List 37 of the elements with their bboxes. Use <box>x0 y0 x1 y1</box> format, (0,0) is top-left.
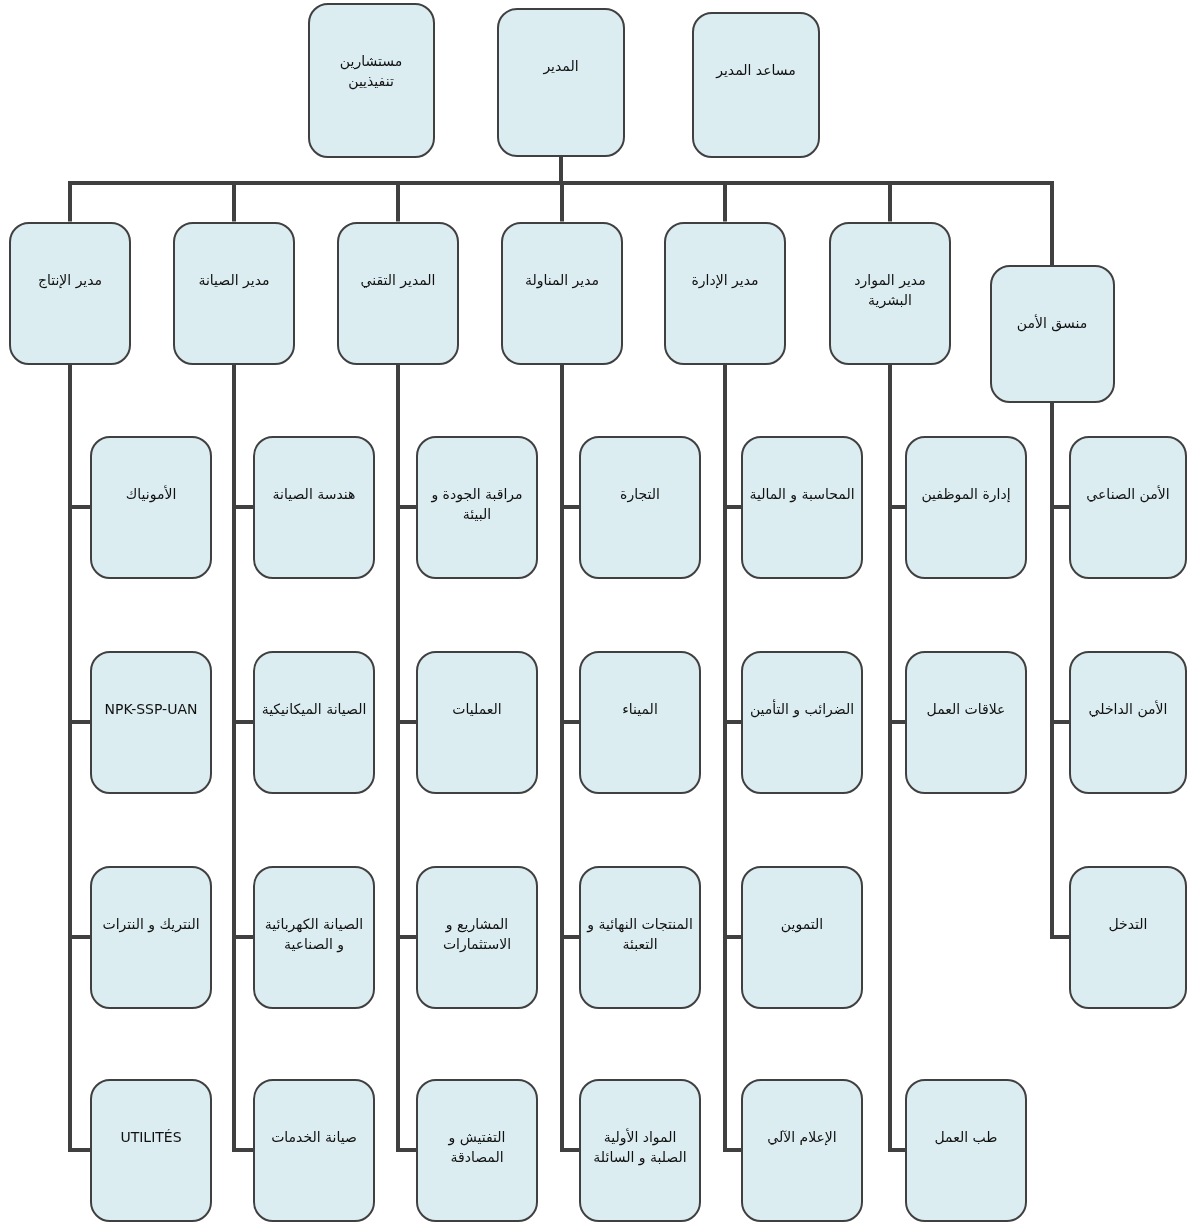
org-box: مدير الإدارة <box>664 221 786 365</box>
org-box: صيانة الخدمات <box>253 1078 375 1222</box>
org-box: UTILITÉS <box>90 1078 212 1222</box>
org-box: التموين <box>741 865 863 1009</box>
org-box: مساعد المدير <box>692 12 820 158</box>
org-box: علاقات العمل <box>905 650 1027 794</box>
org-box: NPK-SSP-UAN <box>90 650 212 794</box>
org-box: مدير الصيانة <box>173 221 295 365</box>
org-box: إدارة الموظفين <box>905 435 1027 579</box>
org-box: المنتجات النهائية و التعبئة <box>579 865 701 1009</box>
connector-line <box>1050 403 1069 939</box>
org-box: الأمونياك <box>90 435 212 579</box>
org-box: العمليات <box>416 650 538 794</box>
org-box: المشاريع و الاستثمارات <box>416 865 538 1009</box>
org-box: الإعلام الآلي <box>741 1078 863 1222</box>
org-box: الأمن الصناعي <box>1069 435 1187 579</box>
org-box: المدير <box>497 7 625 157</box>
org-box: التدخل <box>1069 865 1187 1009</box>
org-box: التجارة <box>579 435 701 579</box>
org-box: مدير المناولة <box>501 221 623 365</box>
org-box: منسق الأمن <box>989 265 1115 403</box>
org-box: المدير التقني <box>337 221 459 365</box>
org-box: المواد الأولية الصلبة و السائلة <box>579 1078 701 1222</box>
org-box: التفتيش و المصادقة <box>416 1078 538 1222</box>
org-box: مدير الموارد البشرية <box>829 221 951 365</box>
org-box: هندسة الصيانة <box>253 435 375 579</box>
org-box: مستشارين تنفيذيين <box>307 2 435 158</box>
org-box: الميناء <box>579 650 701 794</box>
org-box: النتريك و النترات <box>90 865 212 1009</box>
org-box: مراقبة الجودة و البيئة <box>416 435 538 579</box>
org-box: طب العمل <box>905 1078 1027 1222</box>
org-box: الصيانة الكهربائية و الصناعية <box>253 865 375 1009</box>
org-box: الصيانة الميكانيكية <box>253 650 375 794</box>
org-box: الضرائب و التأمين <box>741 650 863 794</box>
org-box: المحاسبة و المالية <box>741 435 863 579</box>
org-box: مدير الإنتاج <box>9 221 131 365</box>
org-box: الأمن الداخلي <box>1069 650 1187 794</box>
